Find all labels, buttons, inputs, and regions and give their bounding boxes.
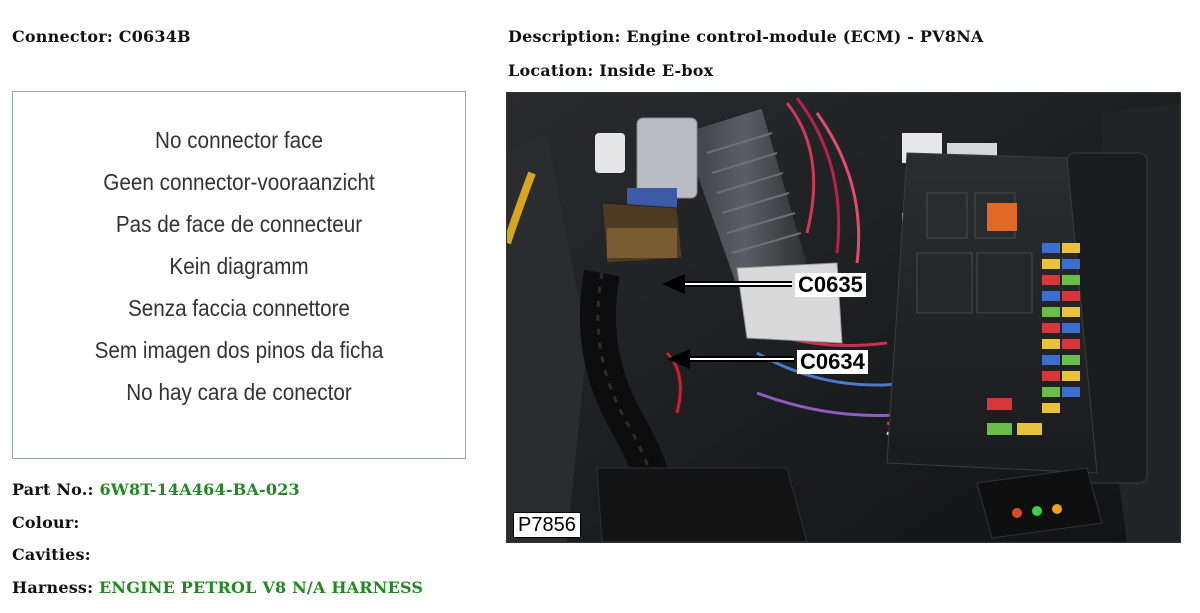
description-field: Description: Engine control-module (ECM)…	[508, 27, 984, 46]
connector-face-panel: No connector face Geen connector-vooraan…	[12, 91, 466, 459]
harness-field: Harness: ENGINE PETROL V8 N/A HARNESS	[12, 578, 423, 597]
no-face-text-fr: Pas de face de connecteur	[115, 211, 363, 237]
no-face-text-en: No connector face	[154, 127, 323, 153]
no-face-text-pt: Sem imagen dos pinos da ficha	[94, 337, 384, 363]
no-face-text-de: Kein diagramm	[169, 253, 309, 279]
location-label: Location:	[508, 61, 594, 80]
location-value: Inside E-box	[599, 61, 714, 80]
cavities-field: Cavities:	[12, 545, 91, 564]
connector-value: C0634B	[118, 27, 191, 46]
description-value: Engine control-module (ECM) - PV8NA	[626, 27, 984, 46]
engine-bay-illustration	[507, 93, 1180, 542]
location-photo: C0635 C0634 P7856	[506, 92, 1181, 543]
part-number-label: Part No.:	[12, 480, 94, 499]
no-face-text-es: No hay cara de conector	[126, 379, 352, 405]
location-field: Location: Inside E-box	[508, 61, 713, 80]
part-number-field: Part No.: 6W8T-14A464-BA-023	[12, 480, 300, 499]
callout-c0635-label: C0635	[795, 273, 866, 297]
part-number-value: 6W8T-14A464-BA-023	[99, 480, 300, 499]
no-face-text-nl: Geen connector-vooraanzicht	[103, 169, 375, 195]
cavities-label: Cavities:	[12, 545, 91, 564]
callout-arrows	[662, 274, 794, 369]
callout-c0634-label: C0634	[797, 350, 868, 374]
colour-field: Colour:	[12, 513, 80, 532]
no-face-text-it: Senza faccia connettore	[127, 295, 351, 321]
connector-label: Connector:	[12, 27, 113, 46]
photo-reference-label: P7856	[513, 512, 581, 538]
connector-field: Connector: C0634B	[12, 27, 191, 46]
colour-label: Colour:	[12, 513, 80, 532]
harness-value: ENGINE PETROL V8 N/A HARNESS	[99, 578, 424, 597]
description-label: Description:	[508, 27, 621, 46]
harness-label: Harness:	[12, 578, 94, 597]
